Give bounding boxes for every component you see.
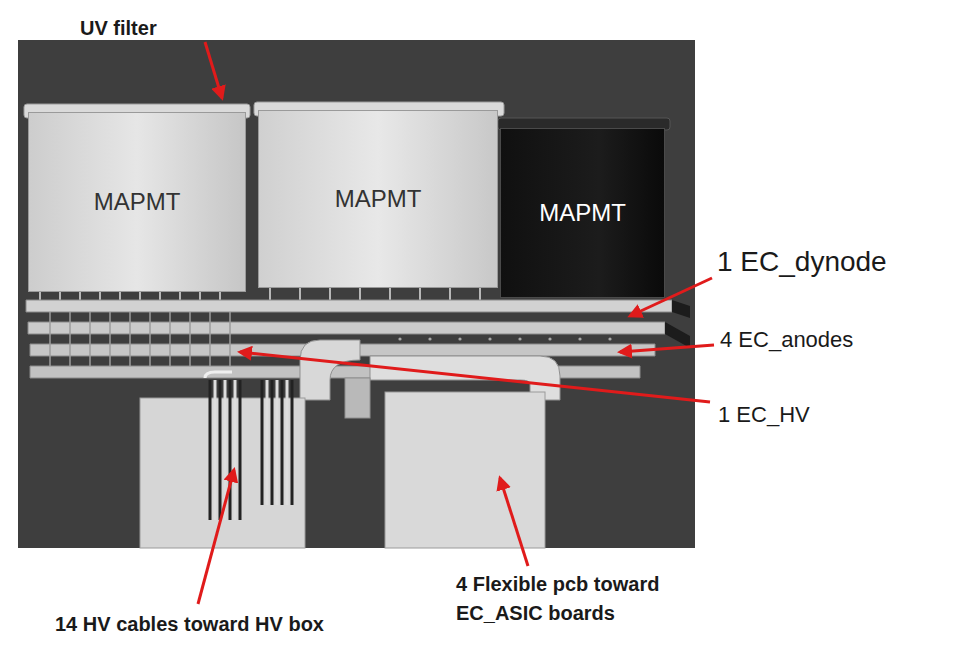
board-pins [50,312,230,366]
dynode-board [26,300,672,312]
callout-label: 4 Flexible pcb toward EC_ASIC boards [456,570,696,628]
connector [345,378,370,418]
background-panel [18,40,695,548]
hv-cables [205,372,292,520]
board-edge [672,300,690,318]
callout-label: 4 EC_anodes [720,324,853,356]
board-edge [665,322,690,348]
asic-flex-block [385,392,545,548]
leader-arrows [198,42,714,604]
mapmt-box: MAPMT [500,128,665,298]
callout-label: 14 HV cables toward HV box [55,610,324,639]
callout-label: UV filter [80,14,157,43]
hv-block [140,398,305,548]
callout-label: 1 EC_dynode [717,242,887,283]
part-name: MAPMT [539,199,626,227]
anode-board [28,322,665,334]
pin-holes [398,337,611,340]
part-name: MAPMT [335,185,422,213]
callout-label: 1 EC_HV [718,399,810,431]
mapmt-box: MAPMT [28,112,246,292]
mapmt-box: MAPMT [258,110,498,288]
part-name: MAPMT [94,188,181,216]
